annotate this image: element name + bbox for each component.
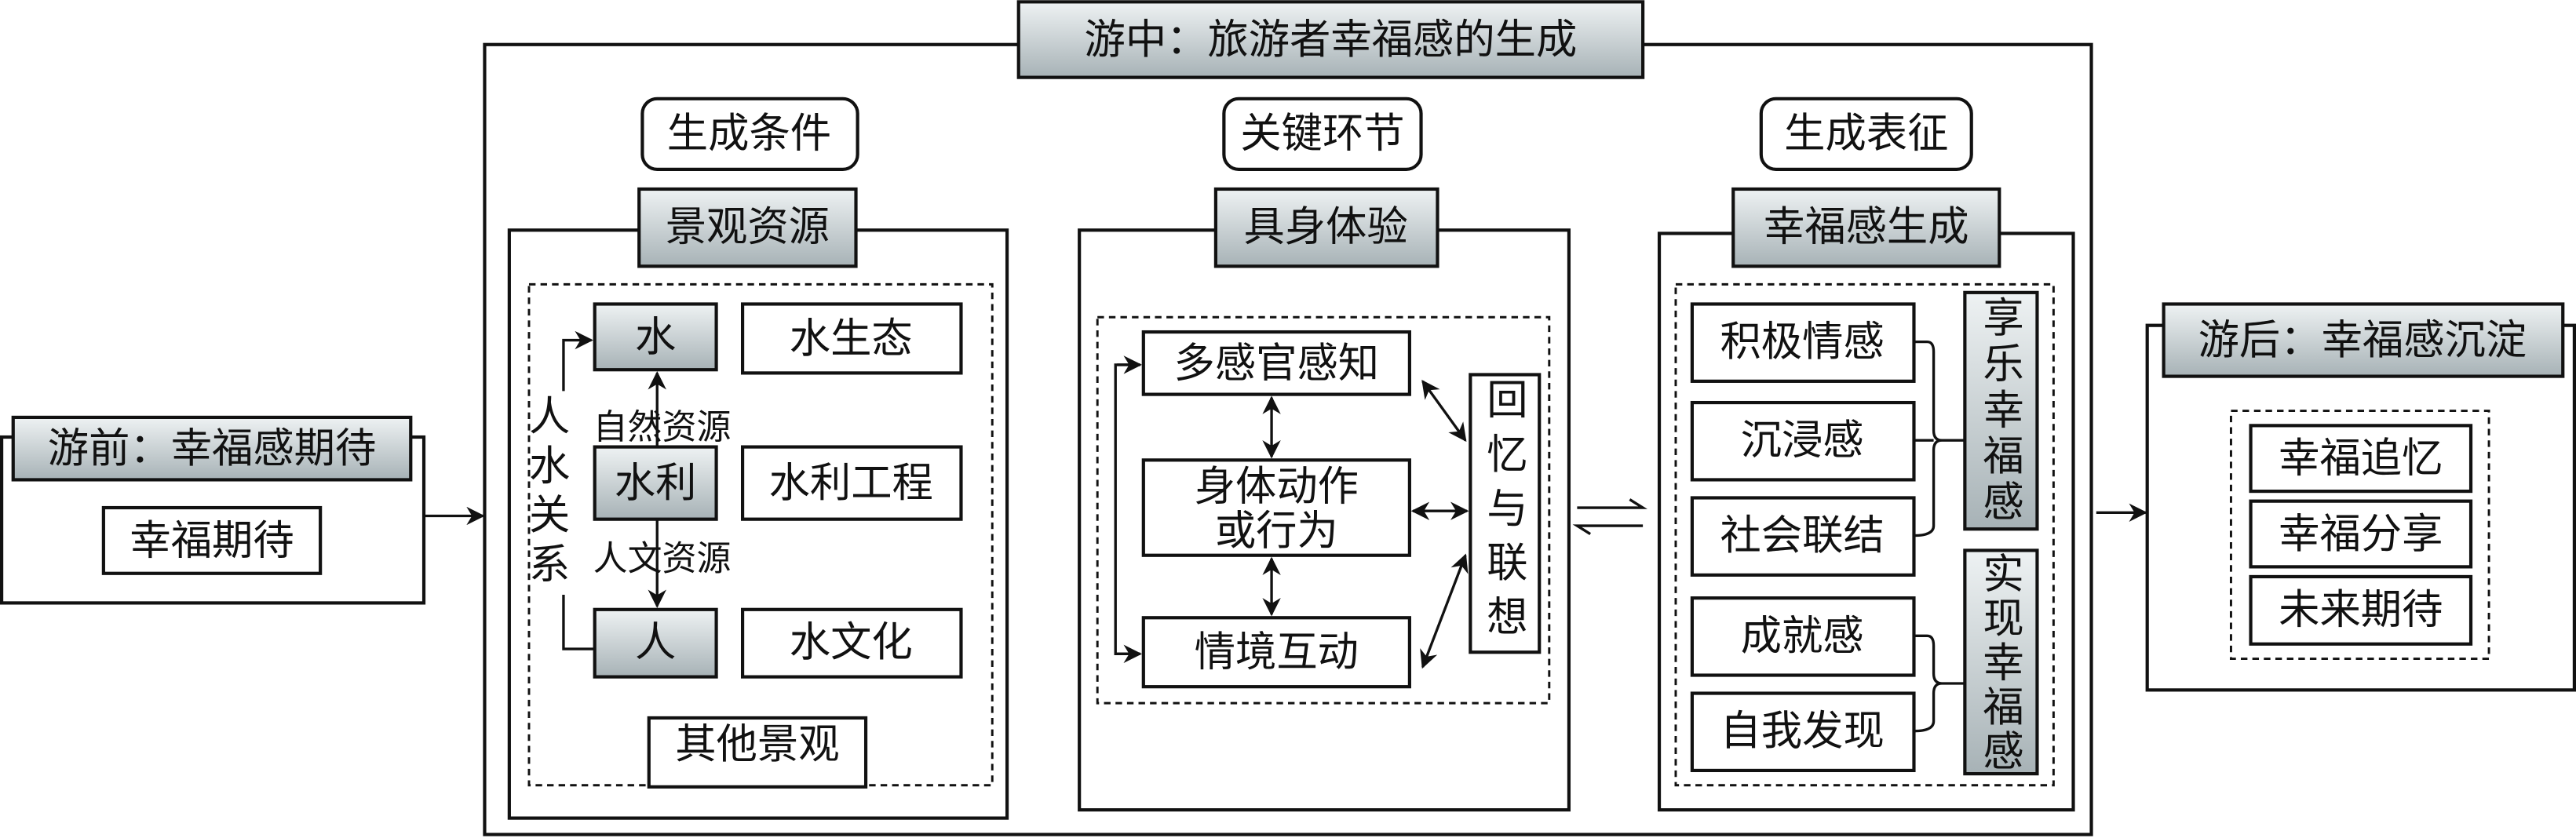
pre-trip-panel: 游前：幸福感期待 幸福期待 bbox=[0, 415, 426, 605]
natural-resources-label: 自然资源 bbox=[593, 407, 732, 447]
type-water-culture: 水文化 bbox=[790, 618, 913, 666]
relation-arrow-top bbox=[562, 330, 593, 392]
conditions-label: 生成条件 bbox=[667, 109, 831, 157]
double-arrow-4 bbox=[1421, 379, 1467, 443]
happiness-sharing: 幸福分享 bbox=[2279, 510, 2443, 558]
human-water-relation-label: 人水关系 bbox=[523, 394, 571, 592]
key-link-label: 关键环节 bbox=[1240, 109, 1404, 157]
core-water: 水 bbox=[635, 313, 676, 361]
situational-interaction: 情境互动 bbox=[1195, 628, 1359, 676]
post-trip-panel: 游后：幸福感沉淀 幸福追忆 幸福分享 未来期待 bbox=[2145, 302, 2576, 692]
representation-label: 生成表征 bbox=[1784, 109, 1948, 157]
happiness-recall: 幸福追忆 bbox=[2279, 435, 2443, 483]
core-water-conservancy: 水利 bbox=[615, 459, 697, 507]
embodied-experience-header: 具身体验 bbox=[1244, 203, 1408, 251]
hedonic-happiness: 享乐幸福感 bbox=[1977, 296, 2025, 526]
pre-trip-item: 幸福期待 bbox=[130, 516, 294, 564]
core-people: 人 bbox=[635, 618, 676, 666]
double-arrow-5 bbox=[1420, 553, 1469, 669]
achievement: 成就感 bbox=[1741, 612, 1864, 660]
social-connection: 社会联结 bbox=[1720, 512, 1885, 559]
equilibrium-arrows bbox=[1572, 498, 1647, 535]
pre-trip-title: 游前：幸福感期待 bbox=[48, 424, 377, 472]
hedonic-brace bbox=[1914, 340, 1965, 537]
landscape-resources-header: 景观资源 bbox=[666, 203, 830, 251]
post-trip-title: 游后：幸福感沉淀 bbox=[2198, 316, 2527, 364]
pre-trip-header bbox=[11, 415, 413, 482]
body-action-line2: 或行为 bbox=[1215, 507, 1338, 555]
eudaimonic-brace bbox=[1914, 634, 1965, 733]
during-trip-title: 游中：旅游者幸福感的生成 bbox=[1085, 16, 1578, 64]
future-expectation: 未来期待 bbox=[2279, 585, 2443, 633]
other-landscapes: 其他景观 bbox=[675, 720, 839, 768]
body-action-line1: 身体动作 bbox=[1195, 462, 1359, 510]
representation-items: 积极情感 沉浸感 社会联结 成就感 自我发现 bbox=[1690, 302, 1916, 773]
during-trip-header bbox=[1016, 0, 1645, 79]
type-water-ecology: 水生态 bbox=[790, 315, 913, 363]
immersion: 沉浸感 bbox=[1741, 417, 1864, 465]
during-trip-panel: 游中：旅游者幸福感的生成 生成条件 景观资源 水 水利 人 水生态 水利工程 水… bbox=[483, 0, 2093, 836]
positive-emotion: 积极情感 bbox=[1720, 318, 1885, 366]
cultural-resources-label: 人文资源 bbox=[593, 538, 732, 578]
type-water-engineering: 水利工程 bbox=[769, 459, 933, 507]
memory-association: 回忆与联想 bbox=[1480, 377, 1529, 650]
eudaimonic-happiness: 实现幸福感 bbox=[1977, 551, 2025, 774]
happiness-generation-header: 幸福感生成 bbox=[1764, 203, 1969, 251]
relation-line-bottom bbox=[562, 594, 595, 650]
multisensory-perception: 多感官感知 bbox=[1174, 339, 1380, 387]
self-discovery: 自我发现 bbox=[1720, 707, 1885, 755]
